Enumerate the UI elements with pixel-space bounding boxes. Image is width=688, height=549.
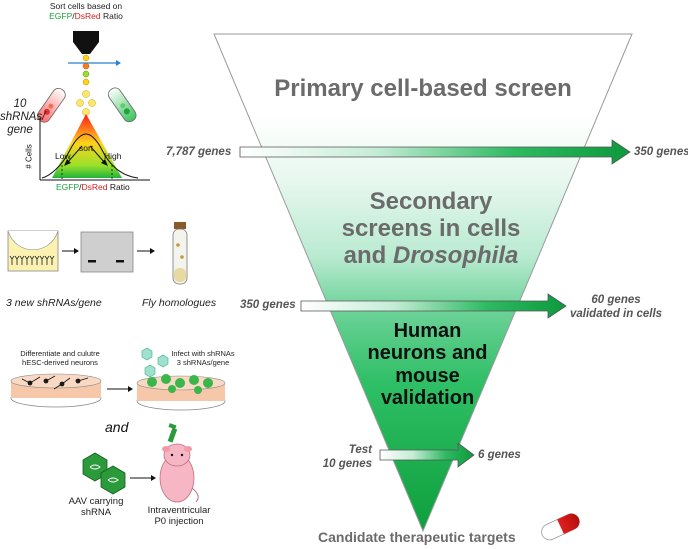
stage-3-title: Human neurons and mouse validation (367, 320, 488, 410)
aav-caption: AAV carrying shRNA (68, 496, 124, 518)
stage-1-title: Primary cell-based screen (274, 75, 572, 102)
ratio-axis-label: EGFP/DsRed Ratio (56, 182, 130, 192)
arrow-1-to: 350 genes (634, 146, 688, 158)
arrow-3 (379, 442, 475, 468)
arrow-1 (239, 139, 631, 165)
low-label: Low (55, 151, 71, 161)
infect-title: Infect with shRNAs 3 shRNAs/gene (171, 349, 235, 367)
and-label: and (105, 419, 129, 435)
neuron-culture-illustration (10, 347, 226, 411)
new-shrnas-caption: 3 new shRNAs/gene (6, 297, 102, 309)
cell-sorter-illustration (37, 31, 150, 181)
sorter-title: Sort cells based on EGFP/DsRed Ratio (49, 1, 123, 21)
aav-mouse-illustration (82, 423, 199, 503)
arrow-1-from: 7,787 genes (166, 146, 232, 158)
arrow-3-to: 6 genes (478, 449, 521, 461)
arrow-2-to: 60 genes validated in cells (570, 294, 663, 320)
high-label: High (104, 151, 122, 161)
injection-caption: Intraventricular P0 injection (147, 505, 211, 527)
candidate-targets-label: Candidate therapeutic targets (318, 529, 516, 545)
arrow-3-from: Test 10 genes (322, 444, 372, 470)
shrna-secondary-illustration (7, 222, 188, 285)
pill-icon (541, 513, 580, 541)
differentiate-title: Differentiate and culutre hESC-derived n… (20, 349, 100, 367)
shrna-count-label: 10 shRNAs/ gene (0, 98, 46, 137)
cells-axis-label: # Cells (24, 144, 34, 169)
arrow-2-from: 350 genes (240, 299, 296, 311)
arrow-2 (300, 293, 567, 319)
funnel-triangle (213, 33, 633, 533)
sort-label: sort (79, 143, 94, 153)
stage-2-title: Secondary screens in cells and Drosophil… (341, 188, 521, 269)
fly-homologues-caption: Fly homologues (142, 297, 217, 309)
